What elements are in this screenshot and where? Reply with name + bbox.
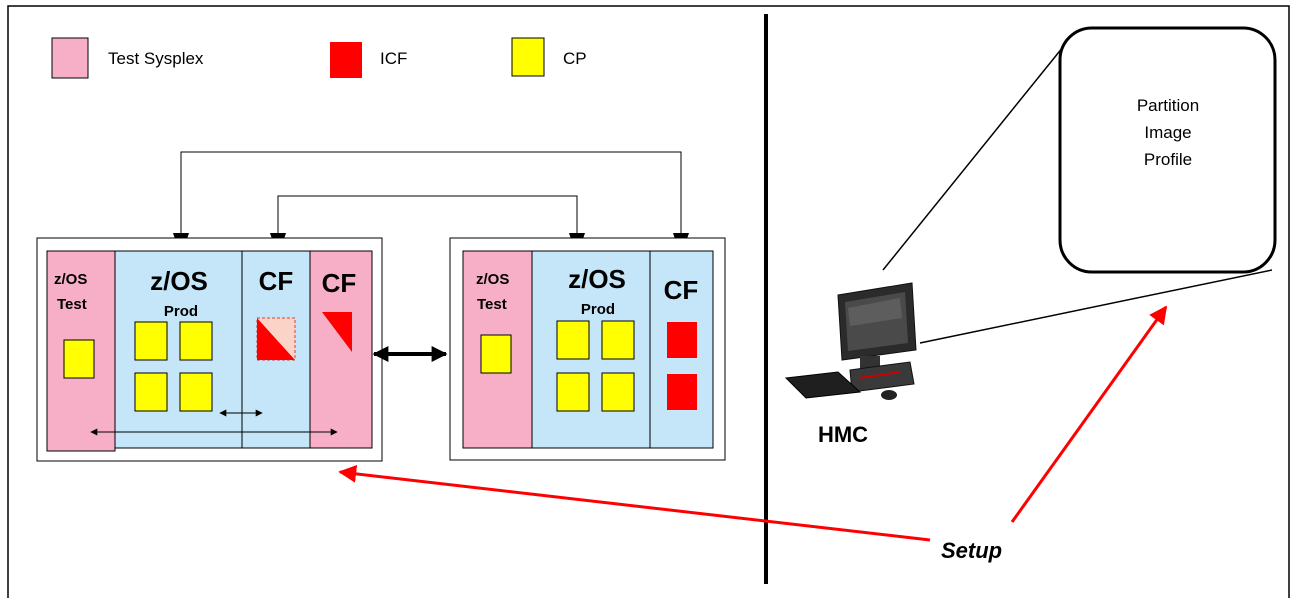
cec-1-prod-cp-3 — [134, 372, 168, 412]
cec-2: z/OS Test z/OS Prod CF — [449, 237, 726, 461]
cec-1-cf-shared-icf-half — [257, 318, 295, 360]
cec-1-cf-test-label: CF — [322, 268, 357, 298]
cec-1-test-cp — [63, 339, 95, 379]
legend-test-sysplex-label: Test Sysplex — [108, 49, 204, 68]
profile-projection-bottom — [919, 269, 1273, 344]
cec-1-cf-shared-label: CF — [259, 266, 294, 296]
cec-2-cf-label: CF — [664, 275, 699, 305]
profile-label-line1: Partition — [1137, 96, 1199, 115]
outer-link-line — [180, 151, 682, 255]
hmc-tower-light — [859, 371, 901, 379]
legend-cp-swatch — [511, 37, 545, 77]
setup-label: Setup — [941, 538, 1002, 563]
cec-1: z/OS Test z/OS Prod CF CF — [36, 237, 383, 462]
cec-2-cf-icf-1 — [667, 322, 697, 358]
hmc-screen-glare — [848, 298, 902, 326]
legend-test-sysplex-swatch — [51, 37, 89, 79]
cec-2-cf-icf-2 — [667, 374, 697, 410]
cec-1-cf-test-icf — [322, 312, 352, 352]
setup-arrow-to-profile — [1010, 305, 1168, 523]
profile-label-line2: Image — [1144, 123, 1191, 142]
cec-1-prod-title: z/OS — [150, 266, 208, 296]
cec-2-prod-cp-2 — [601, 320, 635, 360]
profile-label-line3: Profile — [1144, 150, 1192, 169]
hmc-label: HMC — [818, 422, 868, 447]
hmc-tower — [849, 361, 915, 393]
hmc-keyboard — [784, 371, 862, 399]
legend-icf-label: ICF — [380, 49, 407, 68]
cec-1-prod-cp-2 — [179, 321, 213, 361]
cec-1-prod-subtitle: Prod — [164, 303, 198, 320]
hmc-mouse — [881, 390, 897, 400]
cec-1-test-label-line2: Test — [57, 296, 87, 313]
inner-link-line — [277, 195, 578, 255]
cec-1-test-cf-partition — [309, 250, 373, 449]
cec-2-prod-cp-4 — [601, 372, 635, 412]
outer-frame — [7, 5, 1290, 598]
cec-1-prod-cp-4 — [179, 372, 213, 412]
legend-cp-label: CP — [563, 49, 587, 68]
profile-projection-top — [882, 46, 1064, 271]
cec-2-test-cp — [480, 334, 512, 374]
cec-2-test-label-line1: z/OS — [476, 271, 509, 288]
hmc-computer-icon — [784, 282, 917, 400]
cec-2-prod-cp-1 — [556, 320, 590, 360]
cec-2-test-label-line2: Test — [477, 296, 507, 313]
cec-2-prod-title: z/OS — [568, 264, 626, 294]
cec-1-prod-cp-1 — [134, 321, 168, 361]
cec-2-prod-cp-3 — [556, 372, 590, 412]
legend: Test Sysplex ICF CP — [51, 37, 587, 79]
setup-arrow-to-cec — [338, 464, 931, 542]
partition-image-profile-box — [1058, 26, 1277, 274]
cec-2-prod-subtitle: Prod — [581, 301, 615, 318]
legend-icf-swatch — [330, 42, 362, 78]
cec-1-test-label-line1: z/OS — [54, 271, 87, 288]
